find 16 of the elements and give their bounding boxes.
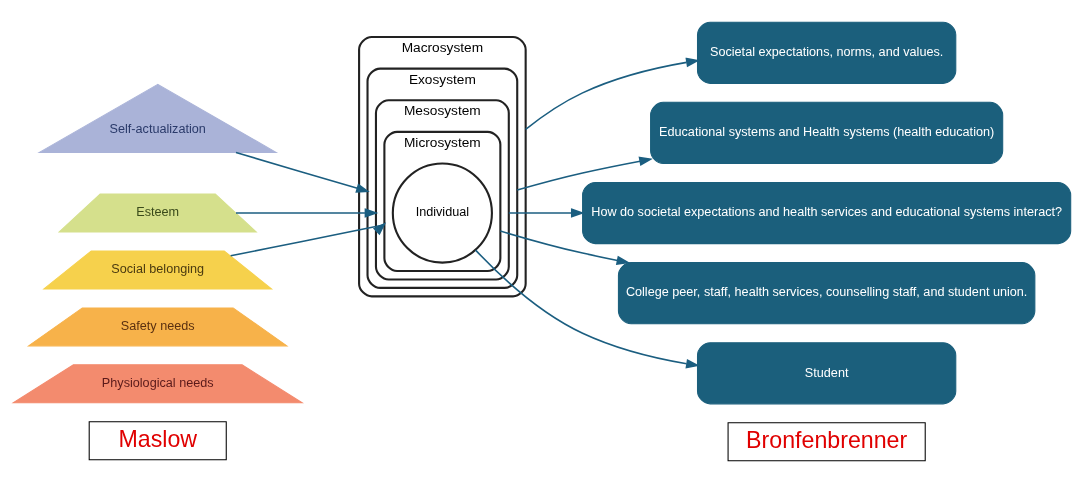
arrow xyxy=(508,208,585,218)
arrow xyxy=(474,249,700,369)
node-box: How do societal expectations and health services and educational systems interact? xyxy=(582,181,1072,245)
node-box: Bronfenbrenner xyxy=(727,422,926,462)
arrow xyxy=(229,222,387,257)
node-circle: Individual xyxy=(391,162,493,264)
node-box: Educational systems and Health systems (health education) xyxy=(650,101,1004,164)
node-box: Student xyxy=(696,342,957,405)
node-box: College peer, staff, health services, counselling staff, and student union. xyxy=(617,262,1036,325)
arrow xyxy=(516,156,653,191)
arrow xyxy=(235,208,379,218)
arrow xyxy=(235,151,370,193)
arrow xyxy=(524,57,700,131)
arrow xyxy=(499,230,631,266)
node-box: Societal expectations, norms, and values. xyxy=(696,21,957,84)
node-box: Maslow xyxy=(88,421,227,461)
